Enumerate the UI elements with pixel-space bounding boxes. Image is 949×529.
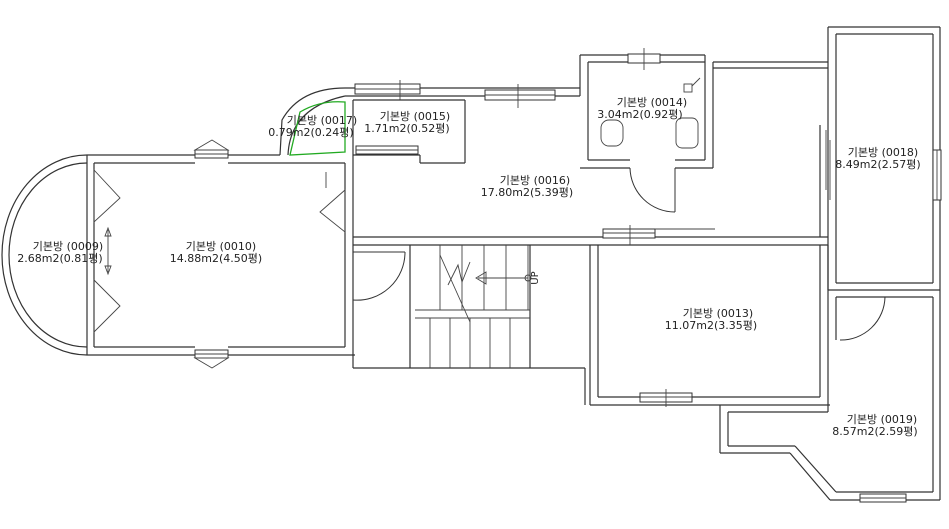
room-label-0009: 기본방 (0009) 2.68m2(0.81평) [17,240,103,265]
svg-text:14.88m2(4.50평): 14.88m2(4.50평) [170,252,262,265]
svg-text:8.49m2(2.57평): 8.49m2(2.57평) [835,158,920,171]
svg-text:11.07m2(3.35평): 11.07m2(3.35평) [665,319,757,332]
svg-text:3.04m2(0.92평): 3.04m2(0.92평) [597,108,682,121]
svg-text:기본방 (0018): 기본방 (0018) [848,146,918,159]
room-0019-walls [719,290,941,503]
room-0017-walls [279,87,346,156]
hallway-walls [353,61,831,246]
svg-text:8.57m2(2.59평): 8.57m2(2.59평) [832,425,917,438]
svg-text:17.80m2(5.39평): 17.80m2(5.39평) [481,186,573,199]
room-label-0016: 기본방 (0016) 17.80m2(5.39평) [481,174,573,199]
stair-up-label: UP [530,271,541,284]
room-label-0018: 기본방 (0018) 8.49m2(2.57평) [835,146,920,171]
svg-text:1.71m2(0.52평): 1.71m2(0.52평) [364,122,449,135]
room-label-0013: 기본방 (0013) 11.07m2(3.35평) [665,307,757,332]
stair-walls [352,245,585,369]
room-label-0010: 기본방 (0010) 14.88m2(4.50평) [170,240,262,265]
svg-text:0.79m2(0.24평): 0.79m2(0.24평) [268,126,353,139]
room-label-0019: 기본방 (0019) 8.57m2(2.59평) [832,413,917,438]
svg-text:기본방 (0015): 기본방 (0015) [380,110,450,123]
svg-text:기본방 (0014): 기본방 (0014) [617,96,687,109]
svg-text:기본방 (0009): 기본방 (0009) [33,240,103,253]
room-label-0017: 기본방 (0017) 0.79m2(0.24평) [268,114,357,139]
room-0014-walls [579,48,714,213]
room-label-0014: 기본방 (0014) 3.04m2(0.92평) [597,96,687,121]
svg-text:기본방 (0019): 기본방 (0019) [847,413,917,426]
stair-treads [429,245,529,368]
svg-text:기본방 (0017): 기본방 (0017) [287,114,357,127]
svg-text:기본방 (0010): 기본방 (0010) [186,240,256,253]
corridor-walls [345,80,580,164]
svg-text:2.68m2(0.81평): 2.68m2(0.81평) [17,252,102,265]
bay-walls [1,154,121,356]
room-0013-walls [584,245,830,407]
room-label-0015: 기본방 (0015) 1.71m2(0.52평) [364,110,450,135]
svg-text:기본방 (0013): 기본방 (0013) [683,307,753,320]
room-0010-walls [87,139,355,369]
svg-text:기본방 (0016): 기본방 (0016) [500,174,570,187]
